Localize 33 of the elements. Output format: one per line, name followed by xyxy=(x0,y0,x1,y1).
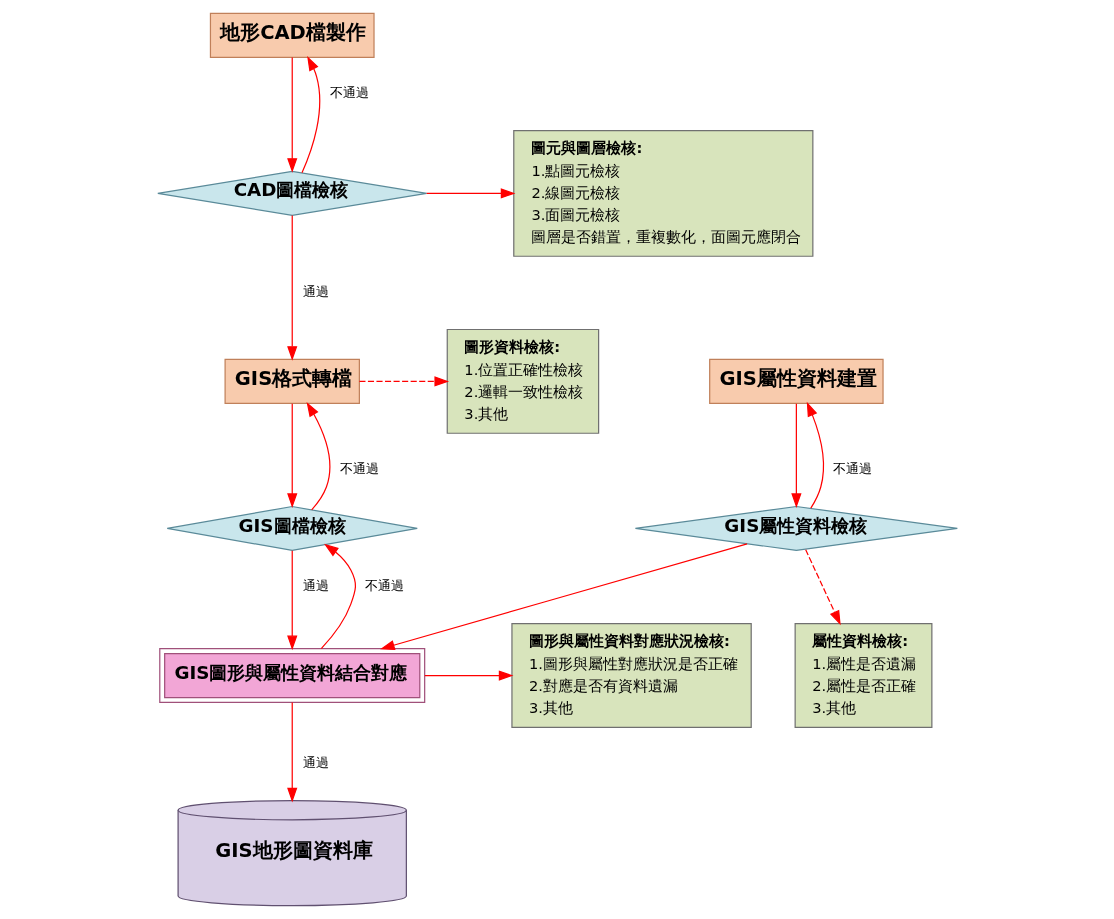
arrow xyxy=(358,376,449,387)
edge-label: 通過 xyxy=(302,284,329,300)
node-box: 地形CAD檔製作 xyxy=(209,12,375,58)
arrow xyxy=(790,403,801,509)
node-box: 圖元與圖層檢核: 1.點圖元檢核 2.線圖元檢核 3.面圖元檢核 圖層是否錯置，重複數化，面圖元應閉合 xyxy=(512,129,813,257)
arrow xyxy=(286,702,297,803)
node-diamond: GIS圖檔檢核 xyxy=(166,505,418,552)
node-box: GIS圖形與屬性資料結合對應 xyxy=(158,648,425,703)
arrow xyxy=(286,550,297,651)
edge-label: 不通過 xyxy=(329,85,369,101)
arrow xyxy=(286,403,297,509)
edge-label: 不通過 xyxy=(832,461,872,477)
arrow xyxy=(286,214,297,361)
node-box: GIS格式轉檔 xyxy=(224,358,360,404)
node-box: 圖形資料檢核: 1.位置正確性檢核 2.邏輯一致性檢核 3.其他 xyxy=(446,328,599,434)
arrow xyxy=(804,549,841,626)
arrow xyxy=(423,670,513,681)
arrow xyxy=(379,543,748,651)
arrow xyxy=(306,401,330,511)
edge-label: 通過 xyxy=(302,755,329,771)
arrow xyxy=(320,543,356,650)
arrow xyxy=(286,56,297,173)
node-diamond: GIS屬性資料檢核 xyxy=(634,505,958,552)
node-box: GIS屬性資料建置 xyxy=(708,358,884,404)
node-box: 圖形與屬性資料對應狀況檢核: 1.圖形與屬性對應狀況是否正確 2.對應是否有資料遺漏 3.其他 xyxy=(510,623,752,729)
edge-label: 不通過 xyxy=(339,461,379,477)
arrow xyxy=(806,401,824,509)
edge-label: 不通過 xyxy=(364,578,404,594)
node-diamond: CAD圖檔檢核 xyxy=(156,170,427,216)
arrow xyxy=(425,188,515,199)
arrow xyxy=(300,56,320,174)
node-box: 屬性資料檢核: 1.屬性是否遺漏 2.屬性是否正確 3.其他 xyxy=(794,623,932,729)
edge-label: 通過 xyxy=(302,578,329,594)
